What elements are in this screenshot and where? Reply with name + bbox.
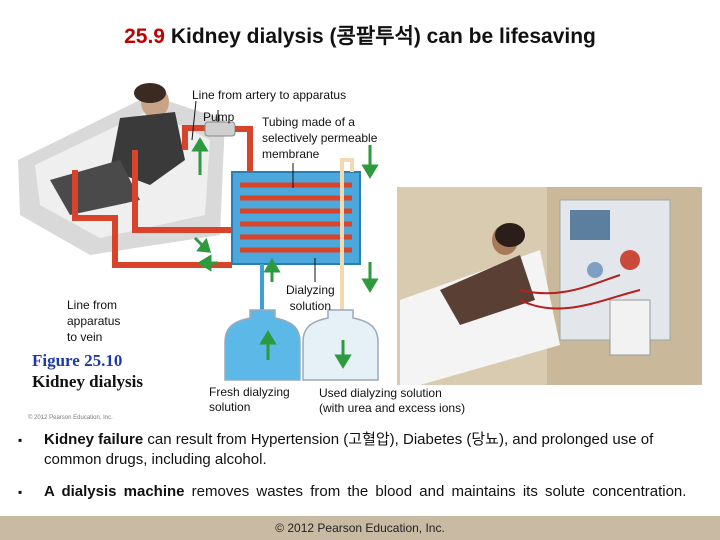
patient-hair — [134, 83, 166, 103]
dialysis-photo — [397, 187, 702, 385]
arrow-diag-icon — [196, 237, 212, 253]
used-label-line: Used dialyzing solution — [319, 386, 442, 400]
fresh-solution-bottle — [224, 309, 301, 381]
title-number: 25.9 — [124, 25, 165, 48]
dialyzing-solution-label: Dialyzing solution — [286, 282, 335, 314]
patient-shirt — [110, 112, 185, 185]
used-label-line: (with urea and excess ions) — [319, 401, 466, 415]
pump-to-coil-tube — [235, 126, 253, 175]
arrow-up-icon — [259, 330, 277, 345]
artery-loop-tube — [132, 150, 232, 233]
fresh-solution-label: Fresh dialyzing solution — [209, 385, 290, 415]
tubing-label-line: Tubing made of a — [262, 115, 355, 129]
tubing-label-line: membrane — [262, 147, 320, 161]
vein-label-line: Line from — [67, 298, 118, 312]
tubing-label: Tubing made of a selectively permeable m… — [262, 114, 377, 162]
flow-arrows — [191, 137, 379, 369]
arrow-left-icon — [197, 254, 212, 272]
figure-number: Figure 25.10 — [32, 351, 123, 370]
figure-copyright: © 2012 Pearson Education, Inc. — [28, 415, 113, 421]
title-text: Kidney dialysis (콩팥투석) can be lifesaving — [170, 25, 596, 48]
bullet-text: removes wastes from the blood and mainta… — [184, 483, 687, 500]
bullet-bold: A dialysis machine — [44, 483, 185, 500]
footer-bar: © 2012 Pearson Education, Inc. — [0, 516, 720, 540]
bullet-bold: Kidney failure — [44, 431, 144, 448]
bullet-list: ▪ Kidney failure can result from Hyperte… — [18, 430, 708, 514]
machine-pump — [620, 250, 640, 270]
tubing-label-line: selectively permeable — [262, 131, 378, 145]
arrow-down-icon — [334, 354, 352, 369]
footer-copyright: © 2012 Pearson Education, Inc. — [275, 521, 445, 535]
bullet-item: ▪ Kidney failure can result from Hyperte… — [18, 430, 708, 470]
fresh-label-line: Fresh dialyzing — [209, 385, 290, 399]
machine-bottle — [609, 299, 651, 356]
bullet-square-icon: ▪ — [18, 485, 23, 499]
bullet-text: can result from Hypertension (고혈압), Diab… — [44, 431, 654, 468]
dialyzing-label-line: Dialyzing — [286, 283, 335, 297]
bullet-item: ▪ A dialysis machine removes wastes from… — [18, 482, 708, 502]
machine-screen — [570, 210, 610, 240]
figure-title: Kidney dialysis — [32, 372, 144, 391]
used-solution-bottle — [302, 309, 379, 381]
bullet-square-icon: ▪ — [18, 433, 23, 447]
arrow-down-icon — [361, 278, 379, 293]
figure-caption: Figure 25.10 Kidney dialysis — [32, 350, 143, 392]
pump-label: Pump — [203, 110, 235, 124]
arrow-up-icon — [263, 258, 281, 273]
used-solution-label: Used dialyzing solution (with urea and e… — [319, 386, 465, 416]
used-dialysate-tube — [340, 158, 354, 330]
arrow-down-icon — [361, 164, 379, 179]
vein-line-label: Line from apparatus to vein — [67, 297, 120, 345]
vein-label-line: apparatus — [67, 314, 121, 328]
vein-tube — [72, 170, 232, 268]
artery-line-label: Line from artery to apparatus — [192, 88, 347, 102]
dialyzing-label-line: solution — [289, 299, 332, 313]
leader-lines — [191, 100, 316, 282]
photo-patient-body — [440, 255, 535, 325]
vein-label-line: to vein — [67, 330, 103, 344]
fresh-label-line: solution — [209, 400, 251, 414]
arrow-up-icon — [191, 137, 209, 152]
membrane-coil — [240, 182, 352, 253]
slide-title: 25.9 Kidney dialysis (콩팥투석) can be lifes… — [0, 20, 720, 50]
